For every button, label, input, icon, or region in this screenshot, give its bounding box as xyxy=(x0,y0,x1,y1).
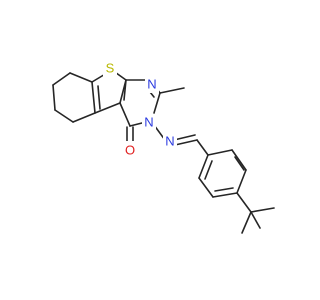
tert-butyl-group xyxy=(236,192,275,234)
bond xyxy=(250,211,261,229)
cyclohexane-ring xyxy=(52,72,96,123)
bond xyxy=(236,169,247,194)
bond xyxy=(236,192,252,213)
sulfur-atom-label: S xyxy=(106,61,115,76)
ring-nitrogen-2-label: N xyxy=(144,115,153,130)
bond xyxy=(231,149,247,171)
bond xyxy=(52,84,56,111)
imine-nitrogen-label: N xyxy=(165,134,174,149)
bond xyxy=(94,102,121,114)
benzene-ring xyxy=(198,149,247,198)
bond xyxy=(173,134,196,141)
bond xyxy=(207,149,233,156)
bond xyxy=(119,102,131,127)
bond xyxy=(153,92,161,114)
bond xyxy=(52,72,71,86)
ring-nitrogen-label: N xyxy=(147,77,156,92)
bond xyxy=(91,81,96,114)
bond xyxy=(174,139,198,146)
bond xyxy=(97,85,101,110)
oxygen-atom-label: O xyxy=(125,143,135,158)
bond xyxy=(212,192,238,198)
bond xyxy=(198,154,209,179)
carbonyl-group xyxy=(126,126,134,143)
bond xyxy=(214,187,234,192)
bond xyxy=(198,177,214,198)
bond xyxy=(129,122,143,127)
atom-labels: S N N N O xyxy=(103,61,177,158)
imine-linker xyxy=(153,124,209,156)
methyl-bond xyxy=(159,87,185,94)
bond xyxy=(234,156,245,171)
bond xyxy=(72,112,96,123)
bond xyxy=(196,139,209,156)
bond xyxy=(123,79,127,101)
molecule-structure: S N N N O xyxy=(52,61,275,234)
bond xyxy=(204,160,213,180)
bond xyxy=(54,109,74,123)
structure-canvas: S N N N O xyxy=(52,61,275,234)
bond xyxy=(69,72,93,83)
bond xyxy=(250,207,275,213)
bond xyxy=(241,211,252,234)
